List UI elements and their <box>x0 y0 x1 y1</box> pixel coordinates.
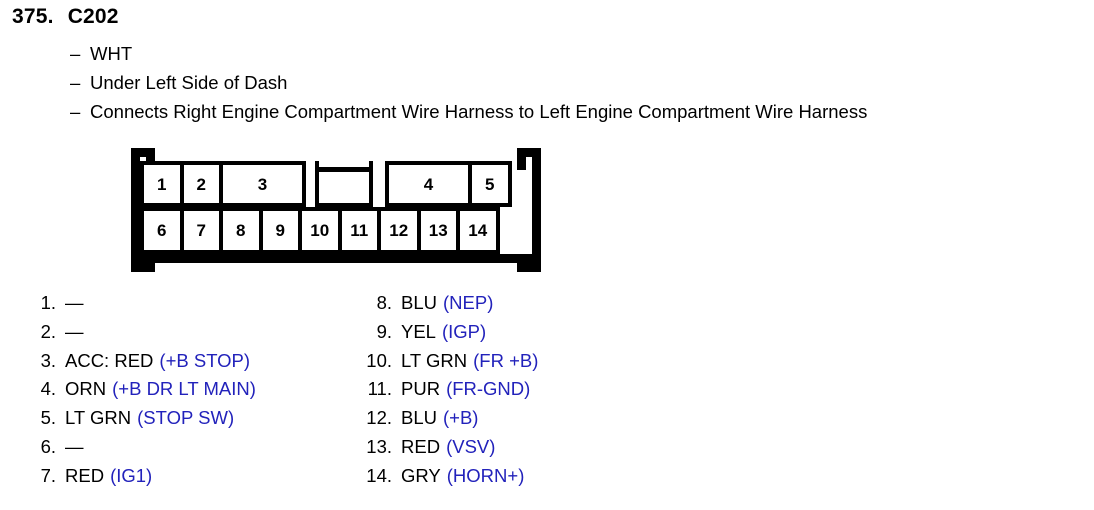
pin-list-item-number: 9. <box>376 320 392 342</box>
pin-cell-8: 8 <box>219 207 263 254</box>
pin-list-item: 3. ACC: RED (+B STOP) <box>22 350 256 379</box>
detail-dash-icon: – <box>70 101 81 122</box>
pin-list-item: 5. LT GRN (STOP SW) <box>22 407 256 436</box>
pin-list-item-number: 5. <box>40 407 56 429</box>
pin-list-item-wire: — <box>65 292 84 313</box>
pin-list-item: 1. — <box>22 292 256 321</box>
detail-dash-icon: – <box>70 43 81 64</box>
pin-list-item: 9. YEL (IGP) <box>358 321 538 350</box>
pin-list-item-wire: LT GRN <box>401 349 468 371</box>
pin-list-item-number: 14. <box>366 464 392 486</box>
pin-list-item-wire: LT GRN <box>65 407 132 429</box>
pin-list-column-right: 8. BLU (NEP) 9. YEL (IGP) 10. LT GRN (FR… <box>358 292 538 494</box>
connector-keying-tab-bar <box>319 167 369 172</box>
pin-list-item-code: (+B DR LT MAIN) <box>112 378 256 400</box>
pin-list-item-code: (IG1) <box>110 464 153 486</box>
pin-list-item-wire: ACC: RED <box>65 349 154 371</box>
pin-cell-13: 13 <box>416 207 460 254</box>
connector-tab-top-right <box>517 148 541 157</box>
pin-list-item-code: (FR-GND) <box>446 378 531 400</box>
pin-list-item-number: 7. <box>40 464 56 486</box>
connector-pin-row-top: 1 2 3 4 5 <box>140 161 512 207</box>
pin-list-item-code: (+B STOP) <box>159 349 251 371</box>
pin-list-item-code: (VSV) <box>446 435 496 457</box>
connector-shell-left-rail <box>131 148 140 272</box>
connector-tab-bottom-left <box>131 263 155 272</box>
pin-list-item-number: 10. <box>366 349 392 371</box>
pin-cell-1: 1 <box>140 161 184 207</box>
pin-list-item-code: (STOP SW) <box>137 407 235 429</box>
connector-keyway-gap <box>302 161 389 207</box>
pin-list-item-number: 6. <box>40 435 56 457</box>
detail-line-text: Under Left Side of Dash <box>90 72 288 93</box>
pin-list-item-code: (HORN+) <box>446 464 525 486</box>
pin-cell-9: 9 <box>258 207 302 254</box>
detail-line-text: WHT <box>90 43 133 64</box>
pin-cell-3: 3 <box>219 161 306 207</box>
pin-list-item-number: 4. <box>40 378 56 400</box>
connector-pin-row-bottom: 6 7 8 9 10 11 12 13 14 <box>140 207 500 254</box>
pin-list-item-wire: — <box>65 435 84 457</box>
pin-list-item: 11. PUR (FR-GND) <box>358 378 538 407</box>
pin-list-item-wire: ORN <box>65 378 107 400</box>
pin-list-item-number: 12. <box>366 407 392 429</box>
connector-pin-grid: 1 2 3 4 5 6 7 8 9 10 11 12 13 14 <box>140 161 532 254</box>
pin-list-item: 4. ORN (+B DR LT MAIN) <box>22 378 256 407</box>
pin-list-item-number: 3. <box>40 349 56 371</box>
pin-list-item-wire: PUR <box>401 378 441 400</box>
pin-cell-10: 10 <box>298 207 342 254</box>
pin-list-item-wire: GRY <box>401 464 441 486</box>
pin-list-item: 13. RED (VSV) <box>358 436 538 465</box>
pin-list-item: 8. BLU (NEP) <box>358 292 538 321</box>
pin-list-item-number: 1. <box>40 292 56 313</box>
detail-line-text: Connects Right Engine Compartment Wire H… <box>90 101 868 122</box>
pin-list-item-number: 2. <box>40 320 56 342</box>
pin-list-item-code: (+B) <box>443 407 479 429</box>
pin-list-item-code: (NEP) <box>443 292 494 313</box>
pin-list-item-code: (FR +B) <box>473 349 539 371</box>
pin-list-item-wire: BLU <box>401 292 437 313</box>
title-connector-id: C202 <box>67 5 119 28</box>
connector-shell-bottom-rail <box>131 254 541 263</box>
pin-list-item: 14. GRY (HORN+) <box>358 465 538 494</box>
pin-list-item-number: 11. <box>367 378 392 400</box>
pin-list-item-wire: YEL <box>401 320 436 342</box>
pin-list-item: 7. RED (IG1) <box>22 465 256 494</box>
detail-dash-icon: – <box>70 72 81 93</box>
pin-cell-5: 5 <box>468 161 512 207</box>
pin-list-item: 6. — <box>22 436 256 465</box>
detail-line-location: –Under Left Side of Dash <box>70 72 287 94</box>
detail-line-connects: –Connects Right Engine Compartment Wire … <box>70 101 867 123</box>
connector-pinout-diagram: 1 2 3 4 5 6 7 8 9 10 11 12 13 14 <box>131 148 541 272</box>
pin-list-item-number: 8. <box>376 292 392 313</box>
pin-list-item: 2. — <box>22 321 256 350</box>
pin-list-item-wire: BLU <box>401 407 437 429</box>
connector-shoulder-right <box>517 148 526 170</box>
pin-cell-14: 14 <box>456 207 500 254</box>
pin-list-item-code: (IGP) <box>441 320 487 342</box>
pin-list-item: 10. LT GRN (FR +B) <box>358 350 538 379</box>
pin-list-item-number: 13. <box>366 435 392 457</box>
pin-list-item-wire: — <box>65 320 84 342</box>
pin-list-column-left: 1. — 2. — 3. ACC: RED (+B STOP) 4. ORN (… <box>22 292 256 494</box>
connector-tab-top-left <box>131 148 155 157</box>
detail-line-wire-color: –WHT <box>70 43 132 65</box>
pin-cell-7: 7 <box>179 207 223 254</box>
connector-tab-bottom-right <box>517 263 541 272</box>
pin-list-item-wire: RED <box>65 464 105 486</box>
connector-shoulder-left <box>146 148 155 170</box>
pin-cell-12: 12 <box>377 207 421 254</box>
pin-cell-2: 2 <box>179 161 223 207</box>
pin-cell-11: 11 <box>337 207 381 254</box>
pin-cell-4: 4 <box>385 161 472 207</box>
pin-list-item-wire: RED <box>401 435 441 457</box>
connector-shell-right-rail <box>532 148 541 272</box>
page-title: 375. C202 <box>12 5 119 29</box>
pin-cell-6: 6 <box>140 207 184 254</box>
pin-list-item: 12. BLU (+B) <box>358 407 538 436</box>
title-number: 375. <box>12 5 54 28</box>
